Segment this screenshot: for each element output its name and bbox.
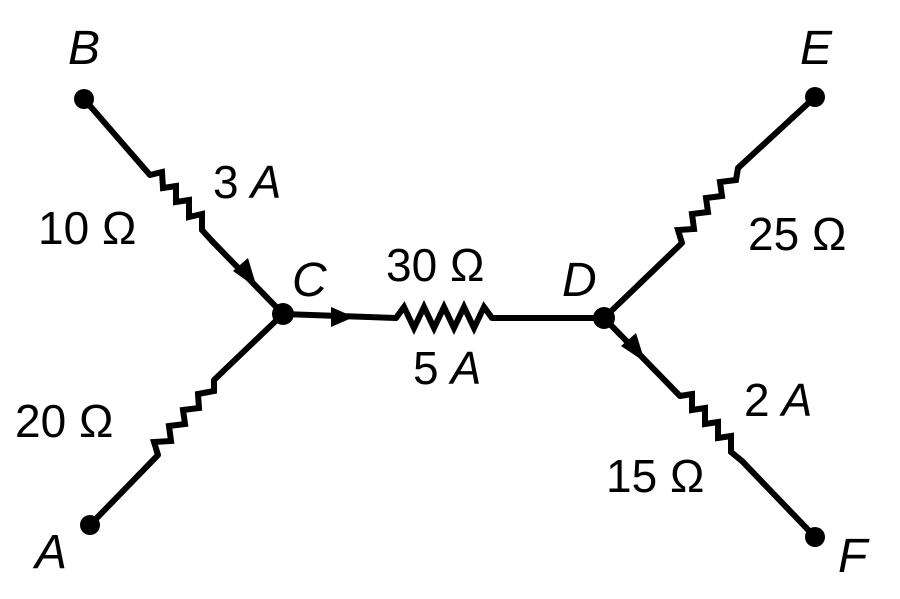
terminal-b-dot xyxy=(74,89,94,109)
node-label-d: D xyxy=(562,254,597,307)
current-unit-bc: A xyxy=(248,156,282,208)
resistance-label-de: 25 Ω xyxy=(748,208,846,260)
current-value-bc: 3 xyxy=(213,156,239,208)
node-label-b: B xyxy=(68,22,100,75)
current-unit-df: A xyxy=(779,374,813,426)
wire-resistor-c-lower xyxy=(211,311,286,383)
resistor-25-ohm xyxy=(674,167,741,244)
wire-d-resistor xyxy=(601,240,685,321)
node-label-a: A xyxy=(32,526,67,579)
terminal-e-dot xyxy=(805,87,825,107)
current-arrow-bc xyxy=(233,258,257,288)
branch-bc xyxy=(81,96,286,317)
terminal-a-dot xyxy=(80,515,100,535)
current-value-df: 2 xyxy=(744,374,770,426)
terminal-f-dot xyxy=(805,527,825,547)
wire-resistor-e xyxy=(735,94,818,171)
current-arrow-df xyxy=(621,333,645,362)
resistor-10-ohm xyxy=(149,168,215,244)
branch-ac xyxy=(87,311,286,528)
branch-de xyxy=(601,94,818,321)
resistance-label-cd: 30 Ω xyxy=(386,239,484,291)
resistor-30-ohm xyxy=(393,300,495,335)
branch-cd xyxy=(280,300,607,335)
wire-a-resistor xyxy=(87,452,161,528)
current-unit-cd: A xyxy=(448,342,482,394)
branch-df xyxy=(601,315,818,540)
resistor-15-ohm xyxy=(679,390,744,464)
current-arrow-cd xyxy=(331,307,354,327)
current-value-cd: 5 xyxy=(413,342,439,394)
node-label-e: E xyxy=(800,22,833,75)
node-label-c: C xyxy=(292,254,327,307)
wire-b-resistor xyxy=(81,96,153,178)
resistance-label-bc: 10 Ω xyxy=(38,202,136,254)
wire-resistor-f xyxy=(739,458,818,540)
junction-c-dot xyxy=(272,303,294,325)
resistance-label-df: 15 Ω xyxy=(606,450,704,502)
resistance-label-ac: 20 Ω xyxy=(15,395,113,447)
node-label-f: F xyxy=(838,530,870,583)
resistor-20-ohm xyxy=(150,380,217,456)
junction-d-dot xyxy=(593,307,615,329)
